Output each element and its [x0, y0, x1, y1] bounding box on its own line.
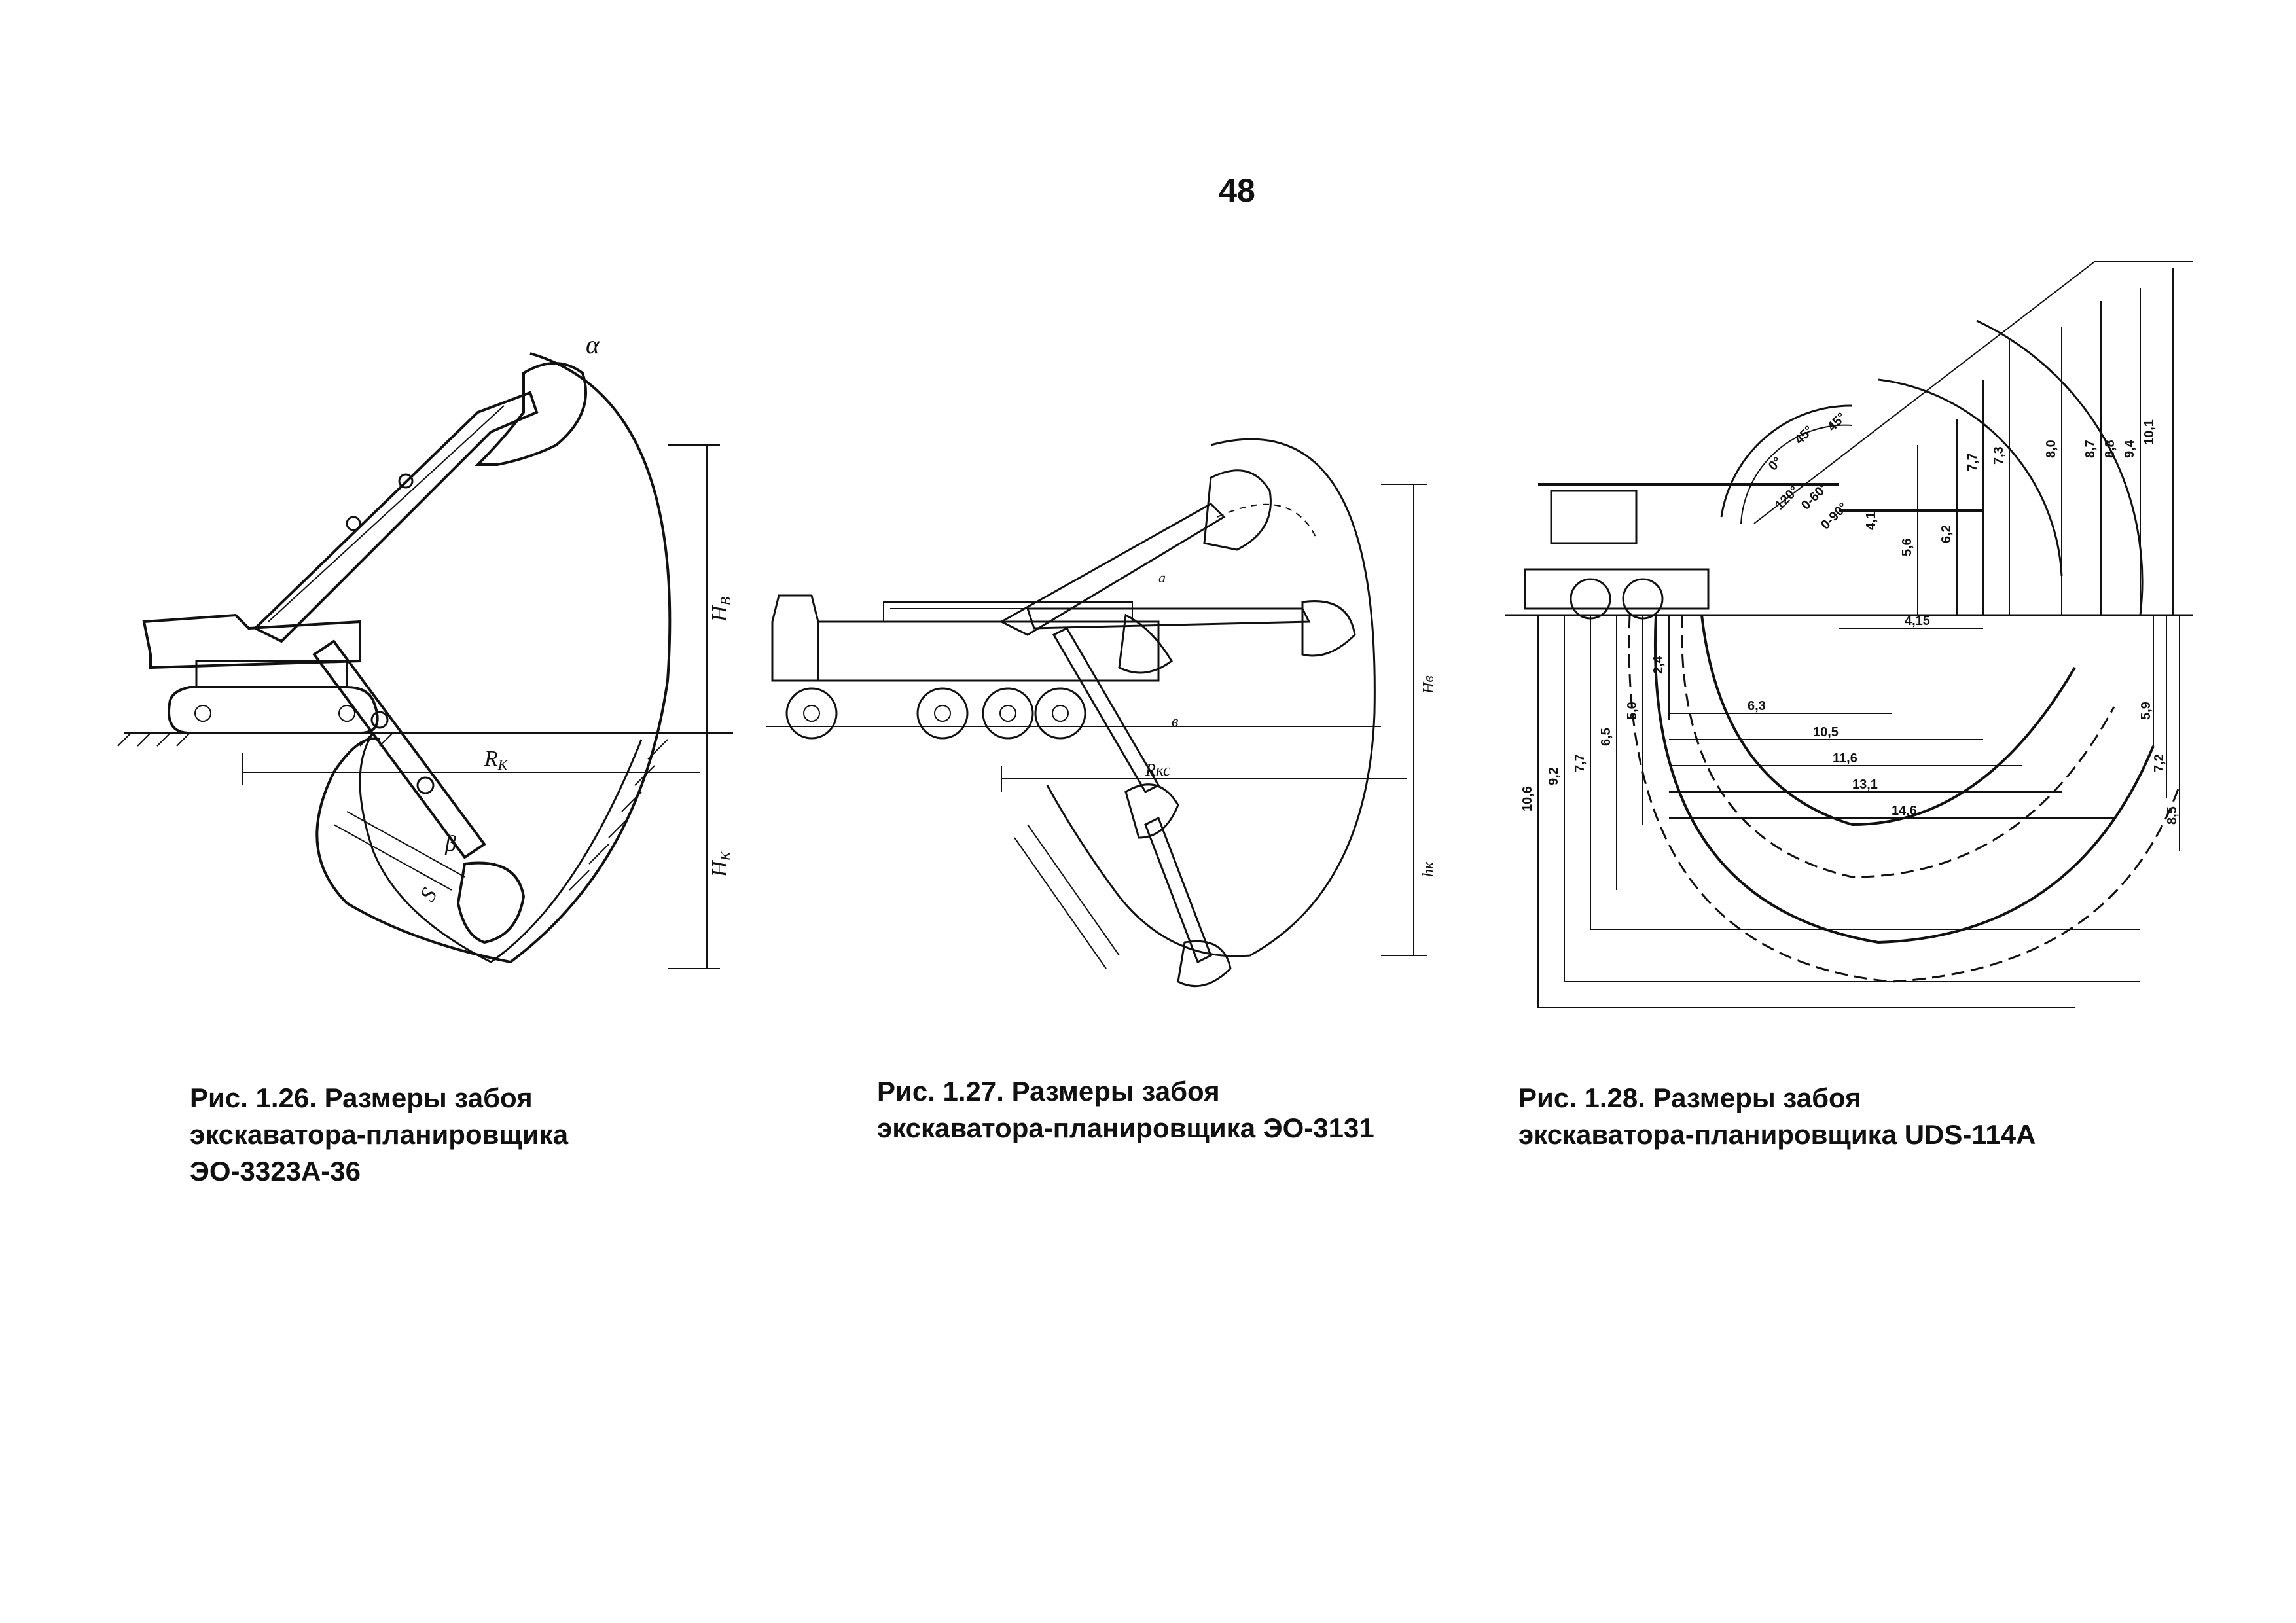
hb-label: Hв: [1420, 675, 1437, 694]
b-label: в: [1172, 713, 1178, 730]
left-depth: 9,2: [1547, 767, 1561, 785]
top-dim: 7,3: [1992, 446, 2006, 465]
horizontal-dim: 13,1: [1852, 777, 1878, 792]
horizontal-dim: 4,15: [1905, 614, 1930, 628]
left-depth: 6,5: [1599, 728, 1613, 746]
right-depth: 5,9: [2139, 702, 2153, 720]
left-depth: 5,0: [1625, 702, 1640, 720]
hk-letter: H: [708, 859, 732, 878]
top-dim: 5,6: [1900, 538, 1914, 556]
figure-1-27-labels: a в Rкс Hв hк: [1145, 569, 1437, 877]
right-depth: 7,2: [2152, 754, 2166, 772]
hk-label: HК: [708, 850, 734, 878]
top-dim: 9,4: [2123, 439, 2137, 458]
hb-label: HВ: [708, 597, 734, 622]
a-label: a: [1158, 569, 1166, 586]
figure-1-26-labels: α RK β S HВ HК: [416, 330, 734, 906]
right-depth: 8,5: [2165, 806, 2179, 825]
caption-figure-1-26: Рис. 1.26. Размеры забоя экскаватора-пла…: [190, 1080, 568, 1190]
figure-1-26-drawing: [117, 352, 733, 969]
s-label: S: [416, 884, 442, 906]
left-depth: 2,4: [1651, 655, 1666, 674]
angle-label: 0-90°: [1818, 500, 1851, 533]
caption-line: Рис. 1.26. Размеры забоя: [190, 1082, 533, 1113]
angle-label: 0°: [1766, 454, 1785, 473]
angle-label: 45°: [1792, 423, 1816, 448]
caption-line: ЭО-3323А-36: [190, 1156, 361, 1186]
figure-1-27-drawing: [766, 438, 1427, 988]
angle-label: 0-60°: [1799, 480, 1831, 513]
caption-line: Рис. 1.27. Размеры забоя: [877, 1076, 1220, 1107]
caption-line: экскаватора-планировщика: [190, 1119, 569, 1150]
top-dim: 8,8: [2103, 440, 2117, 458]
hb-letter: H: [708, 604, 732, 622]
hk-label: hк: [1420, 861, 1437, 877]
top-dim: 4,1: [1864, 512, 1878, 530]
rkc-label: Rкс: [1145, 760, 1171, 779]
caption-line: Рис. 1.28. Размеры забоя: [1518, 1082, 1861, 1113]
figure-1-28-drawing: [1505, 261, 2193, 1008]
alpha-label: α: [586, 330, 600, 359]
top-dim: 10,1: [2142, 419, 2157, 445]
horizontal-dim: 11,6: [1833, 751, 1857, 766]
horizontal-dim: 10,5: [1813, 725, 1839, 740]
horizontal-dim: 6,3: [1748, 699, 1766, 713]
rk-subscript: K: [497, 757, 509, 773]
rk-label: RK: [484, 747, 509, 773]
beta-label: β: [444, 832, 456, 856]
horizontal-dim: 14,6: [1892, 804, 1917, 818]
left-depth: 7,7: [1573, 754, 1587, 772]
top-dim: 8,0: [2044, 440, 2058, 458]
hk-subscript: К: [717, 850, 734, 861]
caption-figure-1-27: Рис. 1.27. Размеры забоя экскаватора-пла…: [877, 1073, 1374, 1147]
top-dim: 7,7: [1965, 453, 1980, 471]
angle-label: 120°: [1772, 484, 1802, 513]
figure-1-28-labels: 120° 0-60° 0-90° 0° 45° 45° 5,6 6,2 7,7 …: [1520, 410, 2179, 825]
caption-line: экскаватора-планировщика ЭО-3131: [877, 1113, 1374, 1143]
top-dim: 6,2: [1939, 525, 1954, 543]
rk-letter: R: [484, 747, 498, 771]
hb-subscript: В: [717, 597, 734, 605]
page-number: 48: [1219, 172, 1255, 209]
left-depth: 10,6: [1520, 786, 1535, 812]
caption-figure-1-28: Рис. 1.28. Размеры забоя экскаватора-пла…: [1518, 1080, 2036, 1153]
top-dim: 8,7: [2083, 440, 2098, 458]
caption-line: экскаватора-планировщика UDS-114A: [1518, 1119, 2036, 1150]
angle-label: 45°: [1825, 410, 1849, 435]
